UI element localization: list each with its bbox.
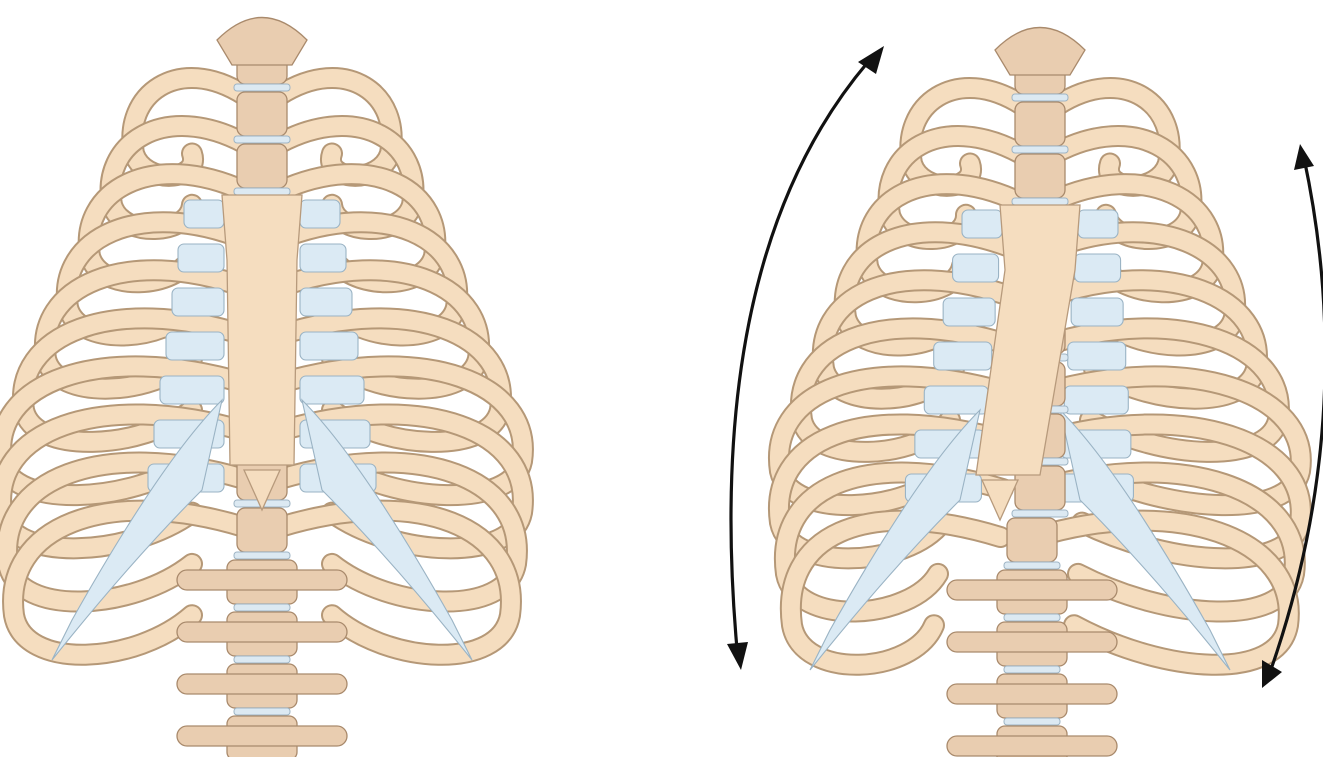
transverse-process [177,622,347,642]
transverse-process [177,674,347,694]
cartilage-segment [300,244,346,272]
cartilage-segment [300,200,340,228]
intervertebral-disc [1004,614,1060,621]
intervertebral-disc [1004,666,1060,673]
cartilage-segment [300,288,352,316]
cartilage-segment [924,386,988,414]
intervertebral-disc [234,188,290,195]
vertebra [1007,518,1057,562]
intervertebral-disc [234,708,290,715]
cervical-vertebra [995,28,1085,76]
intervertebral-disc [1004,562,1060,569]
cartilage-segment [934,342,992,370]
intervertebral-disc [1012,146,1068,153]
transverse-process [947,684,1117,704]
vertebra [1015,102,1065,146]
cartilage-segment [1078,210,1118,238]
transverse-process [947,736,1117,756]
sternum [222,195,302,510]
cartilage-segment [300,376,364,404]
intervertebral-disc [1004,718,1060,725]
cervical-vertebra [217,18,307,66]
cartilage-segment [300,332,358,360]
transverse-process [947,632,1117,652]
intervertebral-disc [234,604,290,611]
cartilage-segment [1075,254,1121,282]
rib-cage-neutral [1,18,523,757]
intervertebral-disc [1012,198,1068,205]
sternum-body [222,195,302,465]
intervertebral-disc [1012,510,1068,517]
transverse-process [177,570,347,590]
cartilage-segment [1071,298,1123,326]
intervertebral-disc [234,84,290,91]
cartilage-segment [178,244,224,272]
cartilage-segment [184,200,224,228]
transverse-process [177,726,347,746]
vertebra [237,144,287,188]
cartilage-segment [172,288,224,316]
cartilage-segment [166,332,224,360]
cartilage-segment [953,254,999,282]
vertebra [1015,154,1065,198]
intervertebral-disc [1012,94,1068,101]
vertebra [237,92,287,136]
cartilage-segment [160,376,224,404]
cartilage-segment [962,210,1002,238]
intervertebral-disc [234,136,290,143]
intervertebral-disc [234,656,290,663]
rib-cage-rotated [779,28,1301,757]
cartilage-segment [1064,386,1128,414]
cartilage-segment [1068,342,1126,370]
cartilage-segment [943,298,995,326]
vertebra [237,508,287,552]
intervertebral-disc [234,552,290,559]
transverse-process [947,580,1117,600]
